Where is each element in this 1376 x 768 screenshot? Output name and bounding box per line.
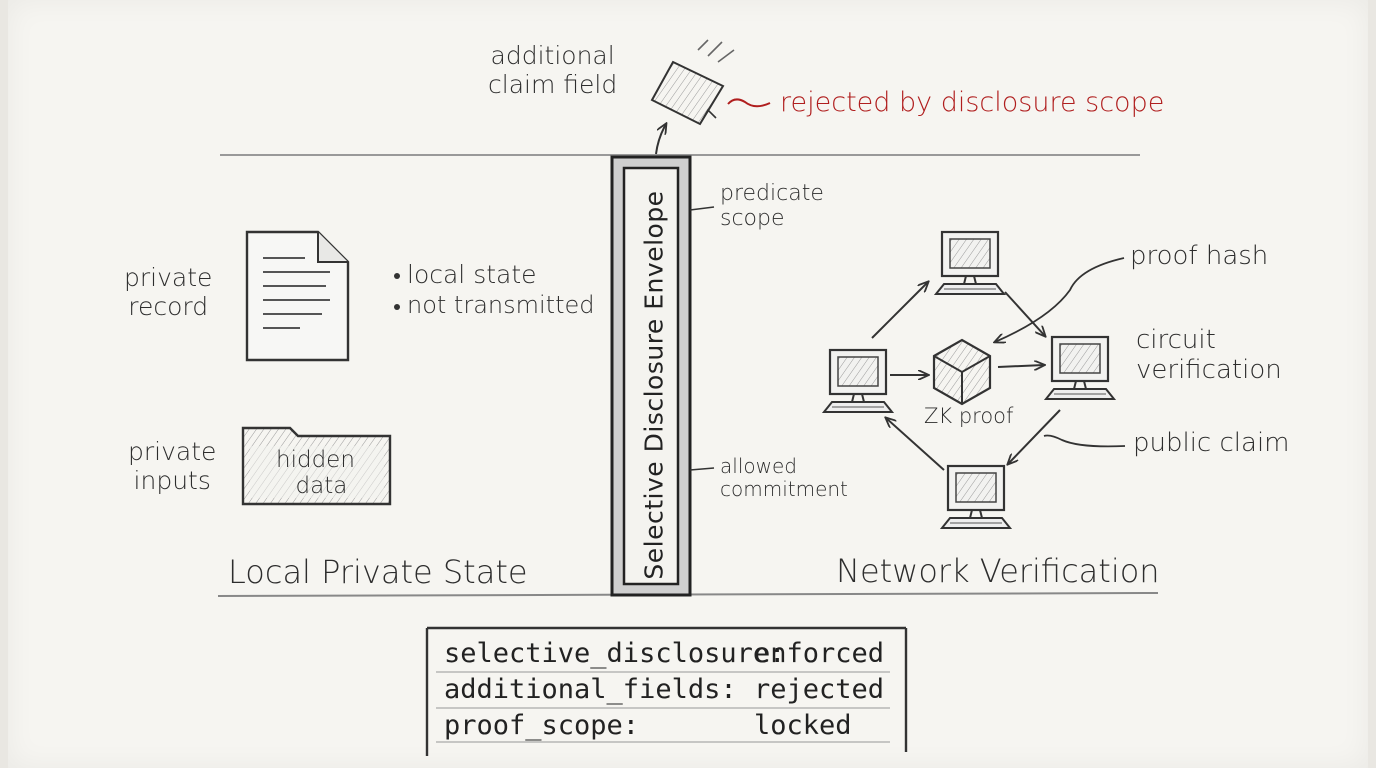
computer-icon bbox=[1044, 335, 1116, 401]
envelope-label: Selective Disclosure Envelope bbox=[639, 190, 669, 580]
label-line: data bbox=[295, 473, 348, 500]
status-key: selective_disclosure: bbox=[444, 638, 786, 669]
status-value: rejected bbox=[754, 674, 885, 705]
bullet-local-state: local state bbox=[407, 260, 537, 289]
computer-icon bbox=[940, 464, 1012, 530]
label-line: circuit bbox=[1136, 325, 1216, 355]
status-key: additional_fields: bbox=[444, 674, 737, 705]
predicate-scope-label: predicate scope bbox=[720, 181, 824, 232]
circuit-verification-label: circuit verification bbox=[1136, 325, 1282, 386]
rejected-field-icon bbox=[650, 39, 735, 126]
allowed-commitment-leader bbox=[689, 467, 715, 471]
label-line: commitment bbox=[720, 477, 848, 501]
status-row: selective_disclosure: enforced bbox=[428, 638, 888, 674]
status-value: enforced bbox=[754, 638, 885, 669]
bullet-not-transmitted: not transmitted bbox=[407, 291, 595, 319]
local-private-state-title: Local Private State bbox=[228, 553, 528, 591]
status-value: locked bbox=[754, 710, 852, 741]
zk-proof-cube-icon bbox=[932, 338, 992, 406]
status-row: additional_fields: rejected bbox=[428, 674, 888, 710]
public-claim-leader bbox=[1043, 434, 1126, 448]
label-line: claim field bbox=[488, 69, 618, 99]
network-verification-title: Network Verification bbox=[836, 552, 1160, 590]
label-line: allowed bbox=[720, 454, 797, 478]
bullet-dot bbox=[394, 273, 400, 279]
network-arrow bbox=[871, 282, 928, 339]
additional-claim-field-label: additional claim field bbox=[488, 41, 618, 100]
selective-disclosure-envelope bbox=[610, 155, 692, 597]
computer-icon bbox=[934, 230, 1006, 296]
network-arrow bbox=[886, 418, 945, 471]
zk-proof-label: ZK proof bbox=[924, 404, 1014, 428]
hidden-data-folder-icon bbox=[241, 426, 392, 506]
bounce-arrow bbox=[655, 124, 666, 155]
label-line: private bbox=[124, 263, 213, 292]
private-record-label: private record bbox=[124, 263, 213, 322]
rejection-squiggle bbox=[727, 98, 771, 108]
network-arrow bbox=[1004, 291, 1045, 336]
computer-icon bbox=[822, 348, 894, 414]
private-inputs-label: private inputs bbox=[128, 437, 217, 496]
bullet-dot bbox=[394, 304, 400, 310]
label-line: additional bbox=[490, 41, 615, 70]
label-line: predicate bbox=[720, 181, 824, 206]
status-key: proof_scope: bbox=[444, 710, 640, 741]
allowed-commitment-label: allowed commitment bbox=[720, 455, 848, 501]
label-line: scope bbox=[720, 206, 785, 232]
private-record-document-icon bbox=[245, 230, 350, 362]
rejected-label: rejected by disclosure scope bbox=[780, 87, 1165, 118]
status-table-frame bbox=[425, 626, 908, 756]
public-claim-label: public claim bbox=[1133, 428, 1290, 458]
label-line: record bbox=[128, 291, 209, 321]
status-row: proof_scope: locked bbox=[428, 710, 888, 746]
label-line: verification bbox=[1136, 354, 1282, 385]
proof-hash-label: proof hash bbox=[1130, 241, 1269, 271]
status-table: selective_disclosure: enforced additiona… bbox=[428, 638, 898, 750]
label-line: hidden bbox=[276, 447, 355, 473]
label-line: private bbox=[128, 437, 217, 466]
network-arrow bbox=[1008, 409, 1061, 464]
label-line: inputs bbox=[133, 465, 211, 495]
folder-label: hidden data bbox=[276, 447, 355, 500]
network-arrow bbox=[997, 365, 1044, 367]
predicate-scope-leader bbox=[689, 206, 715, 211]
proof-hash-leader bbox=[995, 257, 1125, 342]
